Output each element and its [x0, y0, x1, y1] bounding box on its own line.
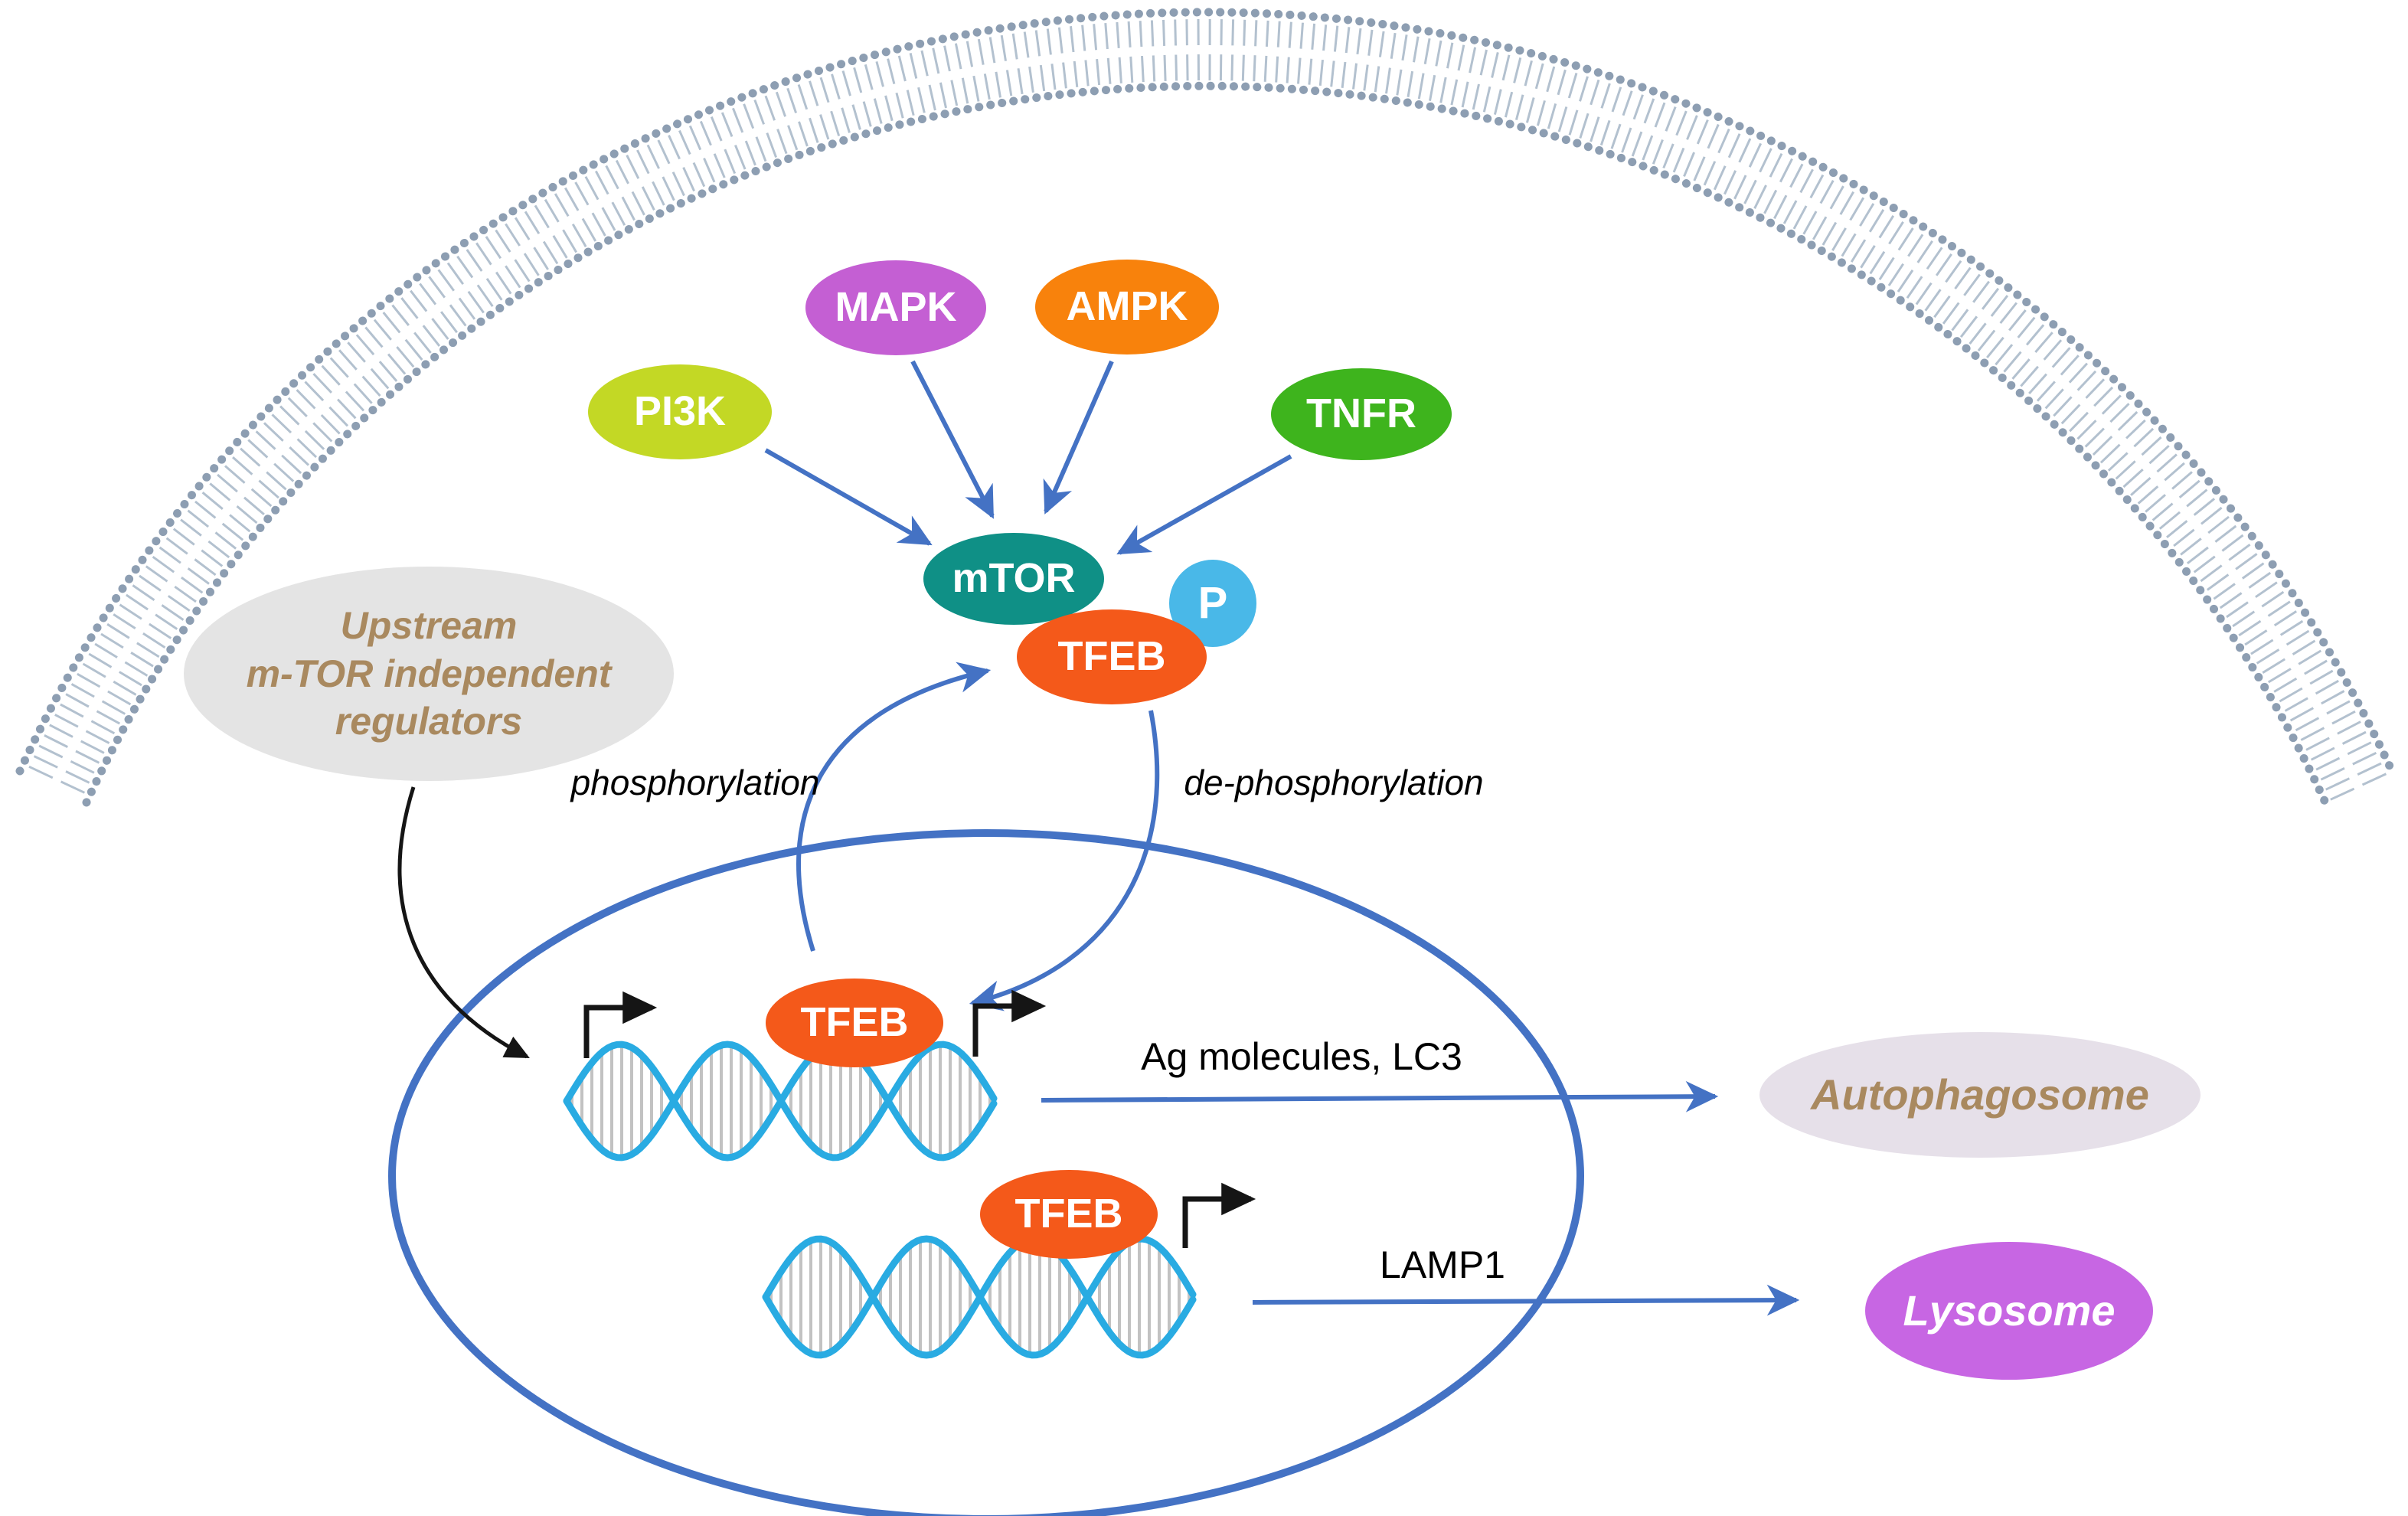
arrow-mapk-to-mtor: [910, 360, 995, 519]
label-dephosphorylation: de-phosphorylation: [1184, 763, 1484, 802]
dna1-rungs: [570, 1044, 992, 1158]
arrow-to-autophagosome: [1041, 1080, 1719, 1112]
node-upstream-regulators: Upstream m-TOR independent regulators: [184, 567, 674, 781]
membrane-inner-heads: [82, 81, 2330, 807]
membrane-outer-tails: [28, 18, 2387, 786]
arrow-to-lysosome: [1252, 1284, 1800, 1316]
dna2-strand-b: [762, 1235, 1197, 1359]
node-tfeb-nuclear-1: TFEB: [766, 979, 943, 1067]
label-lamp1: LAMP1: [1380, 1243, 1505, 1286]
arrow-phosphorylation: [796, 662, 992, 952]
node-tfeb-cytoplasm: TFEB: [1017, 609, 1207, 704]
membrane-outer-heads: [15, 8, 2397, 776]
promoter-arrow-2: [972, 989, 1047, 1057]
arrow-tnfr-to-mtor: [1116, 454, 1292, 555]
arrow-dephosphorylation: [969, 710, 1160, 1011]
arrow-ampk-to-mtor: [1043, 360, 1114, 515]
nucleus-outline: [388, 829, 1584, 1516]
dna1-strand-b: [563, 1041, 998, 1162]
node-mtor: mTOR: [923, 533, 1104, 625]
node-lysosome: Lysosome: [1865, 1242, 2153, 1380]
label-phosphorylation: phosphorylation: [570, 763, 820, 802]
node-mapk: MAPK: [805, 260, 986, 355]
node-ampk: AMPK: [1035, 260, 1219, 354]
node-tfeb-nuclear-2: TFEB: [980, 1170, 1158, 1259]
arrow-pi3k-to-mtor: [764, 448, 933, 546]
membrane-inner-tails: [60, 54, 2355, 801]
arrow-upstream-to-nucleus: [397, 786, 530, 1059]
node-autophagosome: Autophagosome: [1759, 1032, 2201, 1158]
promoter-arrow-1: [583, 991, 658, 1058]
label-ag-molecules-lc3: Ag molecules, LC3: [1141, 1035, 1462, 1078]
dna-helix-1: [563, 1041, 998, 1162]
node-tnfr: TNFR: [1271, 368, 1452, 460]
node-pi3k: PI3K: [588, 364, 772, 459]
promoter-arrow-3: [1182, 1182, 1256, 1248]
dna2-rungs: [769, 1239, 1191, 1355]
cell-membrane: [15, 8, 2397, 807]
